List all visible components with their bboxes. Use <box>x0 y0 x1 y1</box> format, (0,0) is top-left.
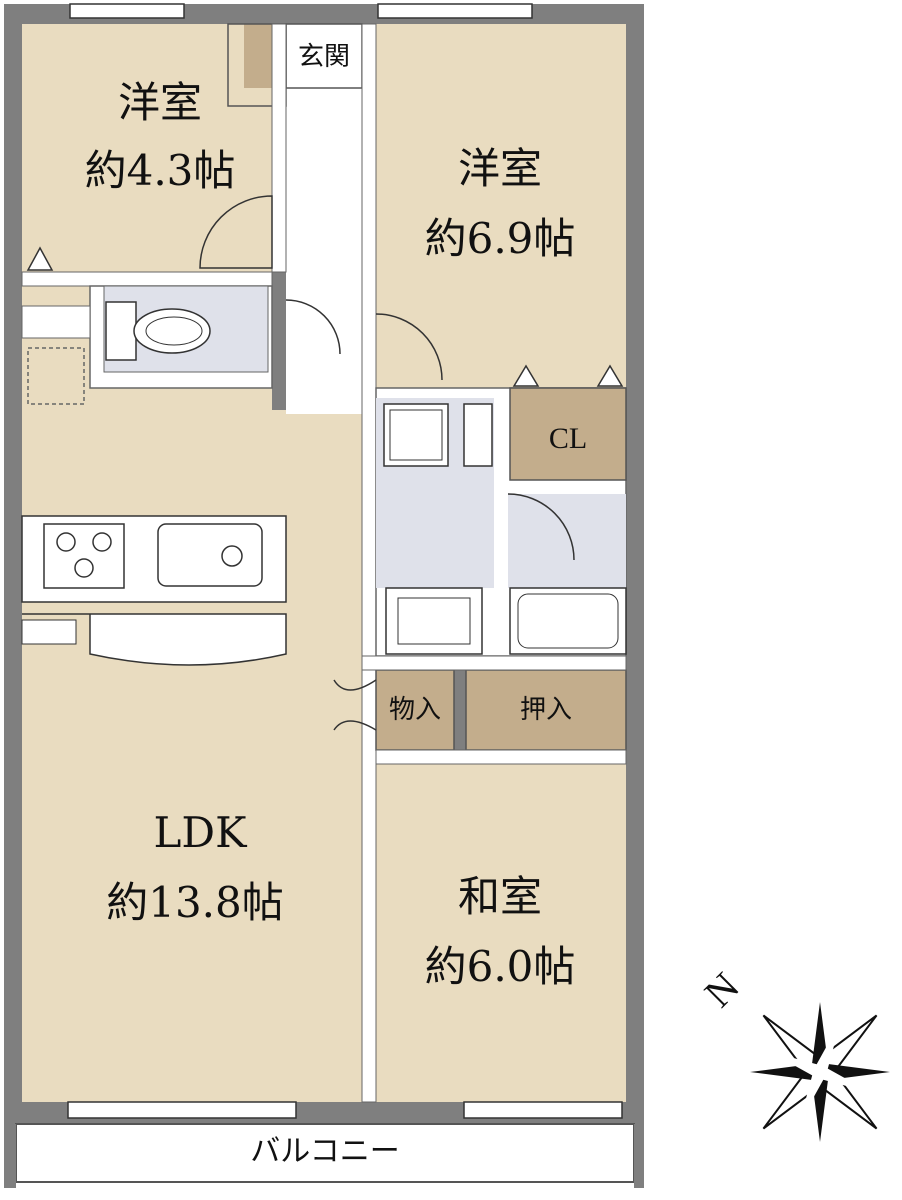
hallway <box>286 88 362 414</box>
compass-icon <box>750 1002 890 1142</box>
balcony-label: バルコニー <box>250 1134 400 1169</box>
western-room-large-floor <box>376 24 626 388</box>
toilet-bowl <box>133 308 211 354</box>
ldk-floor <box>22 410 362 1102</box>
japanese-room-floor <box>376 764 626 1102</box>
kitchen-sink <box>157 523 263 587</box>
bathtub <box>509 587 627 655</box>
bathroom <box>508 494 626 588</box>
toilet-tank <box>105 301 137 361</box>
room-size-western-large: 約6.9帖 <box>424 214 576 263</box>
storage <box>375 669 455 751</box>
closet-cl <box>509 387 627 481</box>
room-name-ldk: LDK <box>153 808 247 857</box>
room-name-western-large: 洋室 <box>457 144 542 193</box>
oshiire-label: 押入 <box>519 695 572 725</box>
room-name-japanese: 和室 <box>457 872 542 921</box>
shoe-closet <box>244 24 272 88</box>
room-size-ldk: 約13.8帖 <box>106 878 284 927</box>
room-size-japanese: 約6.0帖 <box>424 942 576 991</box>
balcony <box>15 1123 635 1183</box>
western-room-small-floor <box>22 24 272 272</box>
windows <box>67 3 623 1119</box>
storage-label: 物入 <box>388 695 441 725</box>
closet-label: CL <box>548 422 588 455</box>
room-size-western-small: 約4.3帖 <box>84 146 236 195</box>
oshiire <box>465 669 627 751</box>
door-swing <box>199 195 273 269</box>
room-name-western-small: 洋室 <box>117 78 202 127</box>
entrance-label: 玄関 <box>297 42 350 72</box>
stove <box>43 523 125 589</box>
washer-space <box>27 347 85 405</box>
wash-basin <box>385 587 483 655</box>
kitchen-island-bar <box>22 613 287 666</box>
